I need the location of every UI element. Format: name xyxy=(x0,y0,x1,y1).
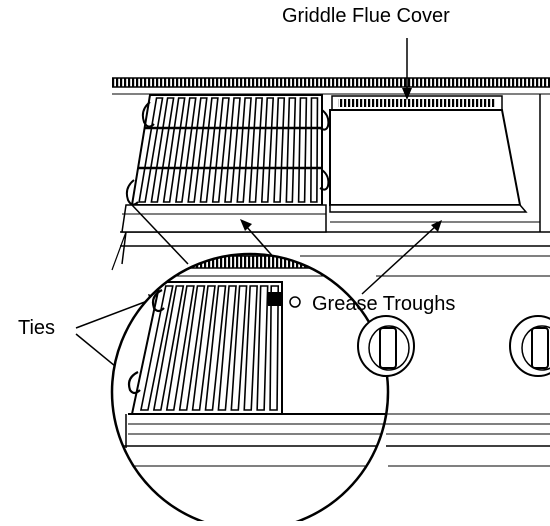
control-knob xyxy=(357,315,415,377)
griddle xyxy=(329,95,540,223)
magnified-inset xyxy=(110,204,390,526)
grate-bars-magnified xyxy=(139,285,280,411)
grate-bar xyxy=(165,285,195,411)
grate-bar xyxy=(217,285,237,411)
charbroiler-grate xyxy=(121,94,330,233)
grate-bar xyxy=(269,285,280,411)
tie-icon xyxy=(141,101,155,128)
tie-icon xyxy=(319,109,330,131)
grate-bar xyxy=(243,285,258,411)
grate-bar xyxy=(139,285,174,411)
tie-icon xyxy=(151,289,165,313)
control-panel xyxy=(289,275,550,467)
grease-troughs-label: Grease Troughs xyxy=(312,293,456,315)
grate-bar xyxy=(310,97,319,203)
indicator-light-icon xyxy=(289,296,301,308)
tie-icon xyxy=(125,179,139,206)
grate-bar xyxy=(230,285,248,411)
griddle-flue-cover-label: Griddle Flue Cover xyxy=(282,5,450,27)
tie-icon xyxy=(127,371,141,395)
grate-bar xyxy=(152,285,185,411)
grate-bar xyxy=(204,285,227,411)
grate-bar xyxy=(191,285,216,411)
grate-bar xyxy=(178,285,206,411)
grate-bar xyxy=(256,285,269,411)
tie-icon xyxy=(319,169,330,191)
back-vent-strip xyxy=(112,77,550,95)
grate-bar xyxy=(297,97,308,203)
control-knob xyxy=(509,315,550,377)
ties-label: Ties xyxy=(18,317,56,339)
